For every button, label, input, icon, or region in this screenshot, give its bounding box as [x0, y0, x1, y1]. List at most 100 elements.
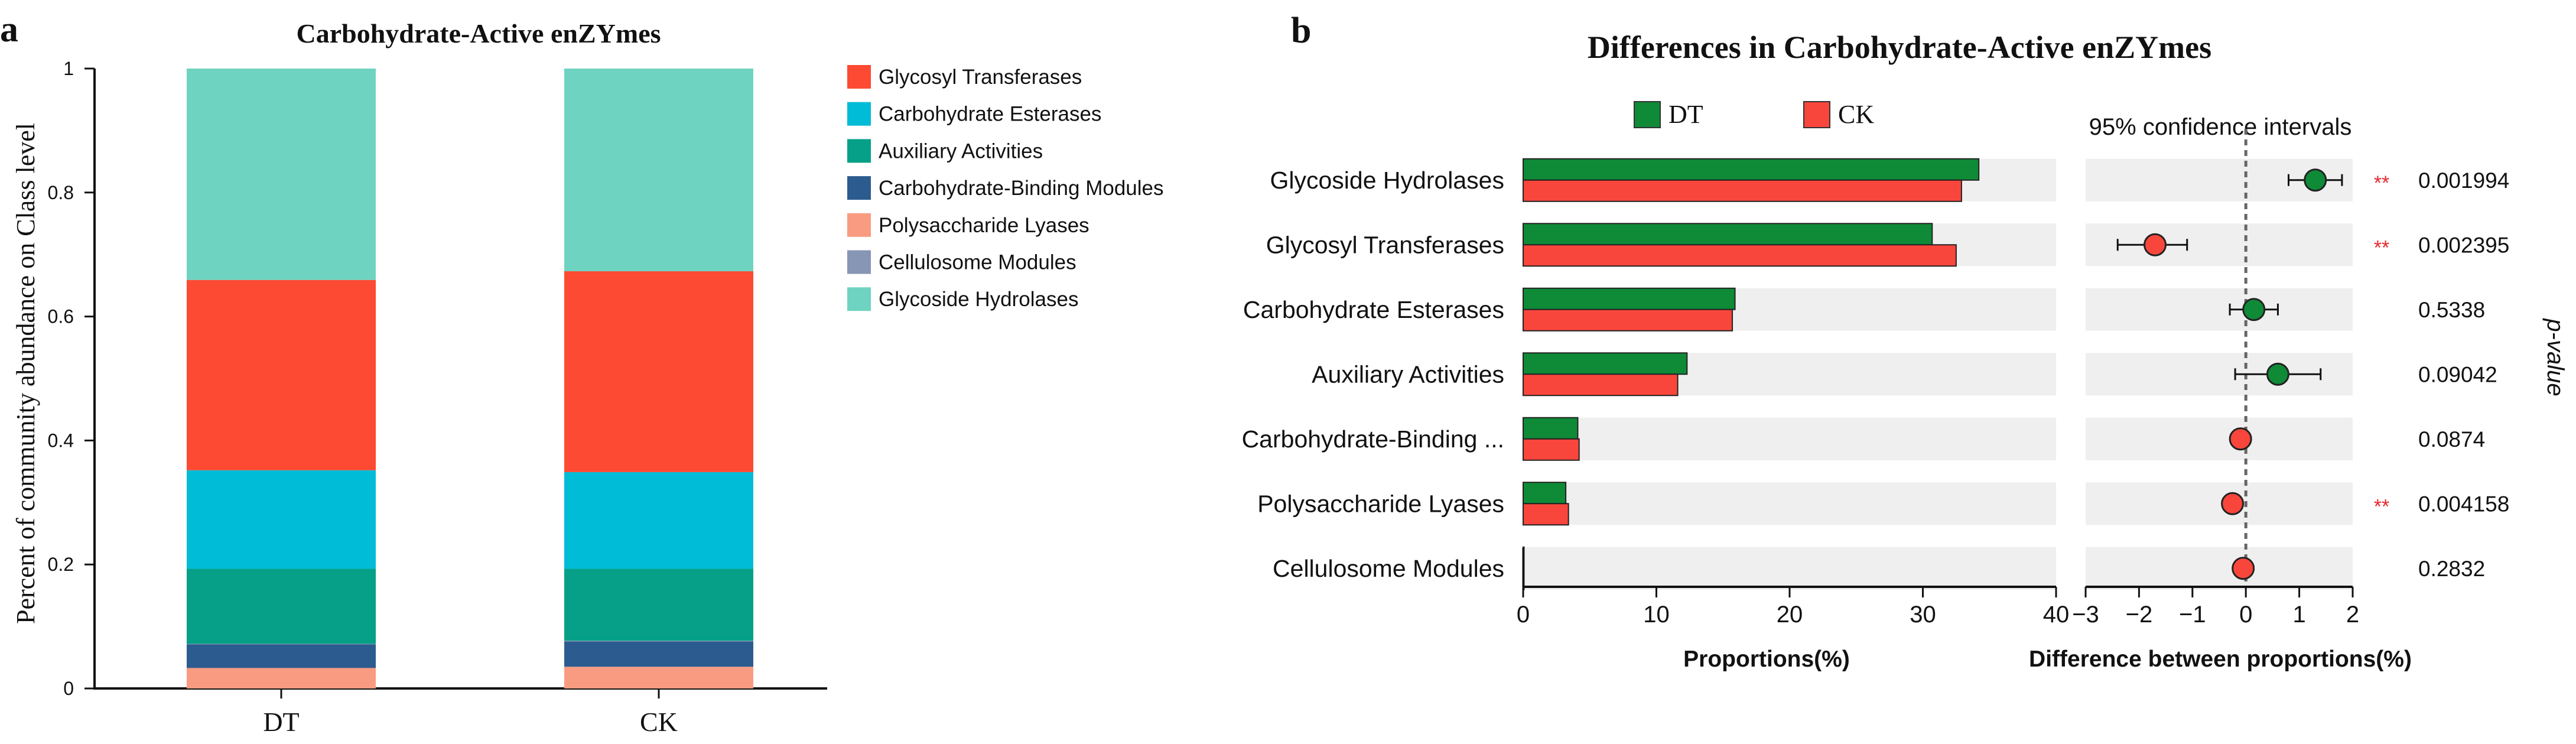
bar-ck-glycoside-hydrolases [1523, 179, 1962, 202]
panel-a-bars [187, 69, 753, 688]
panel-a-title: Carbohydrate-Active enZYmes [296, 18, 661, 48]
bar-segment-ck-glycosyl-transferases [564, 271, 753, 472]
proportion-tick-label: 0 [1517, 602, 1530, 628]
ci-row-bg-cellulosome-modules [2086, 547, 2353, 590]
panel-b-title: Differences in Carbohydrate-Active enZYm… [1588, 30, 2211, 65]
ci-tick-label: −2 [2126, 602, 2153, 628]
y-tick-label: 0.4 [48, 430, 74, 451]
bar-dt-carbohydrate-binding [1523, 417, 1579, 440]
legend-label-ck: CK [1838, 100, 1874, 129]
p-value-polysaccharide-lyases: 0.004158 [2418, 492, 2509, 516]
ci-row-bg-carbohydrate-esterases [2086, 288, 2353, 331]
y-tick-label: 0.6 [48, 306, 74, 327]
ci-tick-label: 1 [2292, 602, 2305, 628]
ci-panel-title: 95% confidence intervals [2089, 114, 2352, 140]
legend-swatch-auxiliary-activities [847, 139, 871, 163]
panel-b-bars [1523, 158, 1980, 590]
y-tick-label: 0.8 [48, 182, 74, 203]
category-label-glycoside-hydrolases: Glycoside Hydrolases [1270, 167, 1505, 194]
legend-label-polysaccharide-lyases: Polysaccharide Lyases [879, 214, 1089, 237]
category-label-polysaccharide-lyases: Polysaccharide Lyases [1257, 490, 1504, 517]
row-bg-polysaccharide-lyases [1523, 482, 2056, 525]
category-label-carbohydrate-esterases: Carbohydrate Esterases [1243, 296, 1504, 323]
legend-swatch-glycosyl-transferases [847, 65, 871, 89]
bar-segment-dt-auxiliary-activities [187, 568, 376, 644]
p-value-carbohydrate-esterases: 0.5338 [2418, 298, 2485, 322]
significance-marker-glycoside-hydrolases: ** [2374, 172, 2389, 194]
legend-label-glycosyl-transferases: Glycosyl Transferases [879, 66, 1082, 89]
category-label-cellulosome-modules: Cellulosome Modules [1273, 555, 1504, 582]
bar-ck-carbohydrate-binding [1523, 438, 1580, 461]
legend-swatch-polysaccharide-lyases [847, 213, 871, 237]
p-value-axis-label: p-value [2542, 318, 2568, 396]
ci-point-carbohydrate-esterases [2242, 298, 2266, 321]
legend-label-auxiliary-activities: Auxiliary Activities [879, 139, 1043, 163]
category-label-auxiliary-activities: Auxiliary Activities [1312, 360, 1504, 388]
legend-label-carbohydrate-binding-modules: Carbohydrate-Binding Modules [879, 177, 1164, 200]
panel-b-legend: DT CK [1634, 100, 1874, 129]
row-bg-cellulosome-modules [1523, 547, 2056, 590]
panel-a-x-labels: DT CK [263, 688, 678, 737]
legend-swatch-ck [1803, 101, 1830, 128]
legend-label-dt: DT [1668, 100, 1703, 129]
legend-label-glycoside-hydrolases: Glycoside Hydrolases [879, 288, 1078, 311]
bar-segment-dt-polysaccharide-lyases [187, 668, 376, 688]
legend-swatch-glycoside-hydrolases [847, 287, 871, 311]
panel-a-y-axis-label: Percent of community abundance on Class … [11, 123, 40, 624]
x-tick-label-dt: DT [263, 707, 299, 737]
bar-dt-auxiliary-activities [1523, 352, 1688, 375]
panel-b: b Differences in Carbohydrate-Active enZ… [1242, 11, 2568, 672]
bar-ck-auxiliary-activities [1523, 373, 1679, 397]
proportion-tick-label: 40 [2043, 602, 2070, 628]
ci-tick-label: 2 [2346, 602, 2359, 628]
y-tick-label: 0.2 [48, 554, 74, 575]
ci-point-polysaccharide-lyases [2221, 492, 2245, 515]
ci-x-axis-label: Difference between proportions(%) [2029, 646, 2412, 672]
p-value-cellulosome-modules: 0.2832 [2418, 557, 2485, 581]
panel-a-y-ticks: 0 0.2 0.4 0.6 0.8 1 [48, 58, 95, 699]
legend-swatch-carbohydrate-binding-modules [847, 176, 871, 200]
panel-a: a Carbohydrate-Active enZYmes Percent of… [0, 9, 1164, 737]
ci-row-bg-carbohydrate-binding [2086, 417, 2353, 460]
proportion-tick-label: 30 [1910, 602, 1936, 628]
ci-point-glycoside-hydrolases [2304, 168, 2327, 192]
bar-segment-ck-auxiliary-activities [564, 568, 753, 641]
y-tick-label: 1 [63, 58, 74, 79]
panel-b-proportion-axis: 0 10 20 30 40 [1517, 548, 2069, 628]
proportion-tick-label: 20 [1777, 602, 1803, 628]
bar-segment-ck-carbohydrate-binding-modules [564, 641, 753, 667]
bar-ck-carbohydrate-esterases [1523, 308, 1733, 332]
p-value-glycosyl-transferases: 0.002395 [2418, 233, 2509, 257]
bar-segment-dt-carbohydrate-esterases [187, 470, 376, 569]
bar-dt-carbohydrate-esterases [1523, 287, 1736, 310]
ci-tick-label: −3 [2072, 602, 2099, 628]
bar-dt-glycosyl-transferases [1523, 223, 1933, 246]
x-tick-label-ck: CK [640, 707, 678, 737]
legend-label-cellulosome-modules: Cellulosome Modules [879, 251, 1076, 274]
bar-segment-ck-glycoside-hydrolases [564, 69, 753, 272]
p-value-auxiliary-activities: 0.09042 [2418, 362, 2497, 386]
ci-point-carbohydrate-binding [2229, 427, 2252, 451]
p-value-glycoside-hydrolases: 0.001994 [2418, 168, 2509, 193]
bar-segment-ck-carbohydrate-esterases [564, 472, 753, 569]
panel-b-label: b [1291, 11, 1311, 51]
legend-swatch-cellulosome-modules [847, 250, 871, 274]
bar-dt-polysaccharide-lyases [1523, 482, 1567, 505]
bar-segment-dt-glycosyl-transferases [187, 280, 376, 470]
p-values: **0.001994**0.0023950.53380.090420.0874*… [2374, 168, 2510, 581]
ci-point-glycosyl-transferases [2144, 233, 2167, 256]
y-tick-label: 0 [63, 678, 74, 699]
p-value-carbohydrate-binding: 0.0874 [2418, 427, 2485, 451]
ci-row-bg-polysaccharide-lyases [2086, 482, 2353, 525]
proportion-tick-label: 10 [1643, 602, 1670, 628]
category-label-glycosyl-transferases: Glycosyl Transferases [1266, 231, 1504, 258]
ci-point-auxiliary-activities [2266, 362, 2289, 386]
panel-a-label: a [0, 9, 18, 50]
legend-label-carbohydrate-esterases: Carbohydrate Esterases [879, 103, 1101, 126]
bar-ck-glycosyl-transferases [1523, 244, 1957, 267]
ci-tick-label: 0 [2239, 602, 2252, 628]
category-label-carbohydrate-binding: Carbohydrate-Binding ... [1242, 425, 1504, 453]
